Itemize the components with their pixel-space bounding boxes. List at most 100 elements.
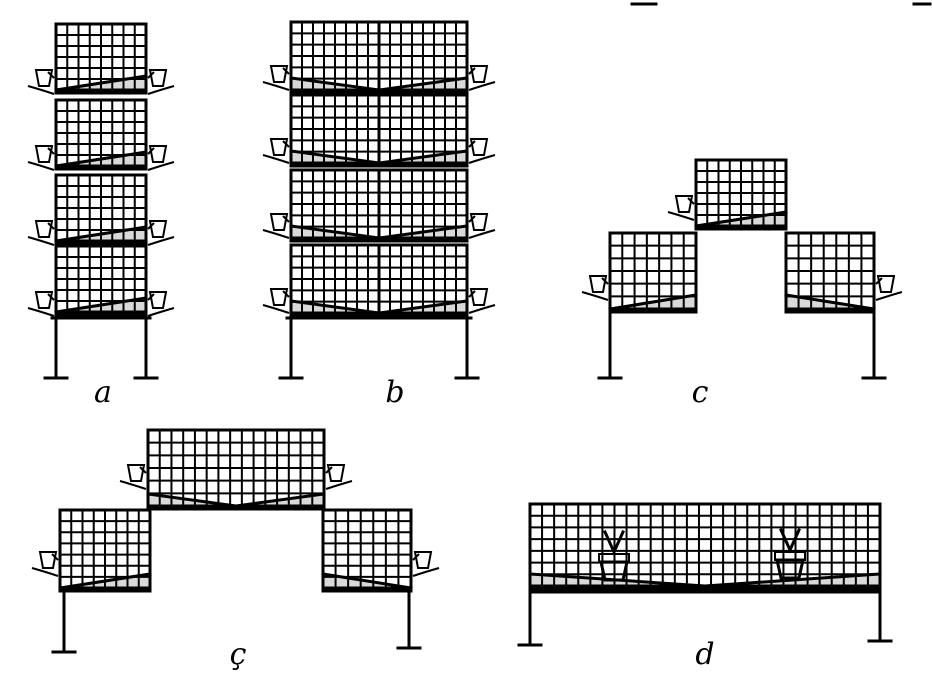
trough-lip — [147, 71, 155, 79]
trough-lip — [147, 293, 155, 301]
feed-trough — [674, 195, 694, 213]
panel-d: d — [517, 502, 893, 672]
left-feeder — [27, 220, 55, 246]
trough-lip — [147, 147, 155, 155]
feed-trough — [34, 291, 54, 309]
egg-tray — [667, 211, 695, 221]
inner-feeder — [598, 530, 630, 582]
egg-tray — [27, 161, 55, 171]
left-feeder — [27, 145, 55, 171]
left-feeder — [262, 213, 290, 239]
feed-trough — [469, 213, 489, 231]
sloped-floor — [289, 299, 469, 315]
feed-trough — [148, 291, 168, 309]
mesh-lines — [56, 175, 146, 241]
egg-tray — [147, 85, 175, 95]
panel-label: c — [692, 375, 709, 410]
right-feeder — [147, 220, 175, 246]
trough-lip — [325, 466, 333, 474]
mesh-lines — [379, 245, 467, 313]
mesh-lines — [56, 24, 146, 90]
cage-grid — [54, 98, 148, 168]
left-feeder — [31, 551, 59, 577]
mesh-lines — [379, 95, 467, 163]
trough-lip — [468, 140, 476, 148]
egg-tray — [262, 81, 290, 91]
right-feeder — [147, 291, 175, 317]
floor-shade — [56, 76, 146, 90]
floor-shade — [291, 301, 467, 313]
egg-tray — [262, 154, 290, 164]
inner-feeder — [774, 528, 806, 580]
left-feeder — [262, 65, 290, 91]
panel-label: b — [385, 375, 404, 410]
egg-tray — [262, 304, 290, 314]
trough-lip — [468, 67, 476, 75]
egg-tray — [119, 480, 147, 490]
mesh-lines — [610, 233, 696, 309]
sloped-floor — [54, 225, 148, 243]
cage-grid — [784, 231, 876, 311]
feed-trough — [413, 551, 433, 569]
sloped-floor — [58, 572, 152, 590]
sloped-floor — [321, 572, 413, 590]
trough-lip — [282, 140, 290, 148]
egg-tray — [468, 81, 496, 91]
sloped-floor — [784, 293, 876, 311]
feed-trough — [269, 213, 289, 231]
trough-rim — [774, 551, 806, 561]
cage-grid — [54, 173, 148, 243]
nipple-drinker — [779, 528, 801, 554]
mesh-lines — [786, 233, 874, 309]
trough-lip — [47, 147, 55, 155]
cage-grid — [289, 93, 381, 165]
mesh-lines — [56, 100, 146, 166]
cage-frame — [321, 508, 413, 590]
left-feeder — [27, 291, 55, 317]
floor-shade — [291, 78, 467, 90]
panel-a: a — [27, 22, 175, 410]
trough-lip — [282, 215, 290, 223]
egg-tray — [147, 236, 175, 246]
floor-shade — [291, 226, 467, 238]
left-feeder — [667, 195, 695, 221]
floor-shade — [56, 298, 146, 312]
left-feeder — [581, 275, 609, 301]
feed-trough — [269, 288, 289, 306]
sloped-floor — [146, 492, 326, 508]
right-feeder — [468, 213, 496, 239]
sloped-floor — [528, 572, 882, 588]
feed-trough — [326, 464, 346, 482]
trough-lip — [282, 67, 290, 75]
left-feeder — [262, 288, 290, 314]
egg-tray — [412, 567, 440, 577]
egg-tray — [27, 307, 55, 317]
right-feeder — [468, 138, 496, 164]
trough-lip — [139, 466, 147, 474]
cage-grid — [377, 93, 469, 165]
sloped-floor — [54, 74, 148, 92]
sloped-floor — [289, 76, 469, 92]
cage-grid — [321, 508, 413, 590]
right-feeder — [468, 65, 496, 91]
right-feeder — [325, 464, 353, 490]
trough-lip — [412, 553, 420, 561]
feed-trough — [148, 69, 168, 87]
panel-label: ç — [230, 637, 247, 672]
egg-tray — [468, 229, 496, 239]
egg-tray — [31, 567, 59, 577]
mesh-lines — [60, 510, 150, 588]
mesh-lines — [291, 245, 379, 313]
left-feeder — [27, 69, 55, 95]
cage-grid — [528, 502, 882, 588]
mesh-lines — [379, 170, 467, 238]
trough-rim — [598, 553, 630, 563]
sloped-floor — [608, 293, 698, 311]
right-feeder — [468, 288, 496, 314]
floor-shade — [56, 227, 146, 241]
mesh-lines — [56, 246, 146, 312]
feed-trough — [34, 69, 54, 87]
egg-tray — [27, 85, 55, 95]
egg-tray — [875, 291, 903, 301]
